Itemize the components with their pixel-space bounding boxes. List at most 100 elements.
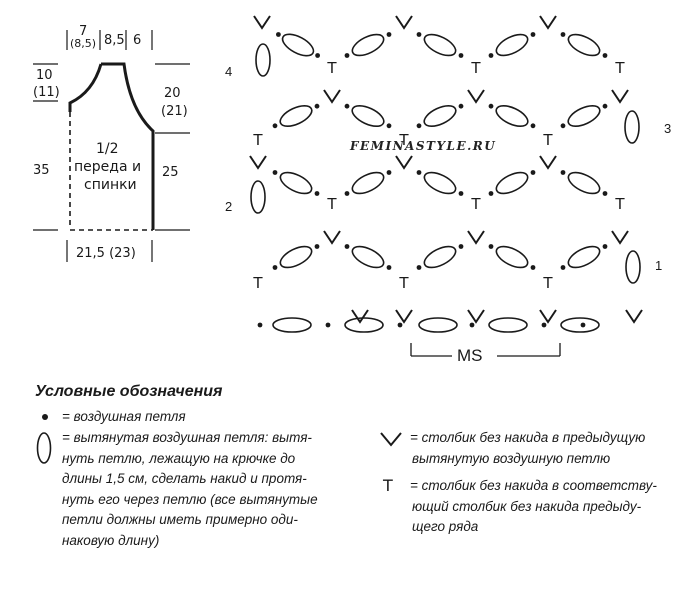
v-stitch	[539, 15, 557, 30]
elongated-loop	[418, 317, 458, 333]
elongated-loop	[423, 33, 457, 57]
elongated-loop	[272, 317, 312, 333]
v-stitch	[539, 309, 557, 324]
elongated-loop	[423, 104, 457, 128]
chain-dot	[314, 244, 320, 249]
chain-dot	[530, 123, 536, 129]
t-stitch: T	[542, 131, 553, 149]
dim-top-8-5-alt: (8,5)	[70, 37, 97, 50]
schematic-label-1: 1/2	[96, 141, 119, 157]
elongated-loop	[281, 33, 315, 57]
t-stitch: T	[326, 59, 337, 77]
dim-bottom: 21,5 (23)	[76, 246, 136, 261]
row-label-4: 4	[225, 64, 233, 79]
chain-dot	[272, 170, 278, 175]
t-stitch: T	[470, 59, 481, 77]
chain-dot-icon	[42, 414, 48, 420]
elongated-loop	[567, 33, 601, 57]
elongated-loop	[423, 245, 457, 269]
t-stitch: T	[252, 131, 263, 149]
chain-dot	[488, 191, 494, 196]
chain-dot	[560, 32, 566, 37]
chain-dot	[458, 53, 464, 58]
legend-chain-text: = воздушная петля	[62, 409, 186, 424]
legend-elongated-text: = вытянутая воздушная петля: вытя- нуть …	[62, 428, 362, 552]
v-stitch	[395, 15, 413, 30]
elongated-loop	[495, 104, 529, 128]
elongated-loop	[351, 104, 385, 128]
elongated-loop	[279, 104, 313, 128]
chain-dot	[416, 265, 422, 270]
chain-dot	[560, 123, 566, 129]
chain-dot	[560, 265, 566, 270]
chain-dot	[602, 103, 608, 109]
v-stitch	[395, 309, 413, 324]
t-stitch: T	[542, 274, 553, 292]
v-stitch	[467, 89, 485, 104]
v-stitch	[249, 155, 267, 170]
chain-dot	[344, 53, 350, 58]
chain-dot	[602, 53, 608, 58]
legend-v-line: = столбик без накида в предыдущую	[410, 430, 646, 445]
chain-dot	[325, 322, 331, 328]
chain-dot	[386, 32, 392, 37]
chain-dot	[488, 53, 494, 58]
t-stitch: T	[614, 59, 625, 77]
chain-dot	[344, 191, 350, 196]
dim-right-25: 25	[162, 165, 179, 180]
elongated-loop	[279, 171, 313, 195]
legend-elongated-line: петли должны иметь примерно оди-	[62, 512, 298, 528]
legend-title: Условные обозначения	[35, 383, 223, 400]
dim-top-6: 6	[133, 33, 142, 48]
schematic-label-3: спинки	[84, 177, 137, 193]
dim-top-7: 7	[79, 24, 88, 39]
legend-elongated-line: нуть его через петлю (все вытянутые	[62, 491, 318, 507]
chain-dot	[560, 170, 566, 175]
legend-elongated-line: = вытянутая воздушная петля: вытя-	[62, 430, 312, 445]
watermark: FEMINASTYLE.RU	[350, 139, 497, 153]
t-stitch: T	[614, 195, 625, 213]
chain-dot	[416, 123, 422, 129]
elongated-loop	[351, 245, 385, 269]
chain-dot	[257, 322, 263, 328]
v-stitch-icon	[380, 432, 402, 447]
dim-left-11: (11)	[33, 85, 60, 100]
chain-dot	[272, 265, 278, 270]
legend-t-text: = столбик без накида в соответству- ющий…	[410, 476, 695, 538]
dim-right-21: (21)	[161, 104, 188, 119]
row-label-2: 2	[225, 199, 233, 214]
dim-right-20: 20	[164, 86, 181, 101]
elongated-loop	[488, 317, 528, 333]
v-stitch	[611, 230, 629, 245]
chain-dot	[314, 191, 320, 196]
chain-dot	[580, 322, 586, 328]
elongated-loop	[423, 171, 457, 195]
elongated-loop	[351, 171, 385, 195]
t-stitch: T	[398, 274, 409, 292]
v-stitch	[323, 230, 341, 245]
chain-dot	[530, 32, 536, 37]
legend-elongated-line: наковую длину)	[62, 532, 160, 548]
elongated-loop	[567, 104, 601, 128]
elongated-loop	[255, 43, 271, 77]
row-label-1: 1	[655, 258, 663, 273]
chain-dot	[458, 191, 464, 196]
chain-dot	[488, 103, 494, 109]
repeat-label: MS	[457, 346, 483, 365]
legend-v-line: вытянутую воздушную петлю	[412, 450, 611, 466]
chain-dot	[458, 244, 464, 249]
chain-dot	[314, 103, 320, 109]
elongated-loop	[567, 245, 601, 269]
t-stitch: T	[398, 131, 409, 149]
t-stitch: T	[470, 195, 481, 213]
v-stitch	[323, 89, 341, 104]
chain-dot	[469, 322, 475, 328]
v-stitch	[467, 230, 485, 245]
elongated-loop-icon	[36, 432, 52, 464]
v-stitch	[395, 155, 413, 170]
chain-dot	[386, 170, 392, 175]
dim-left-10: 10	[36, 68, 53, 83]
chain-dot	[602, 191, 608, 196]
